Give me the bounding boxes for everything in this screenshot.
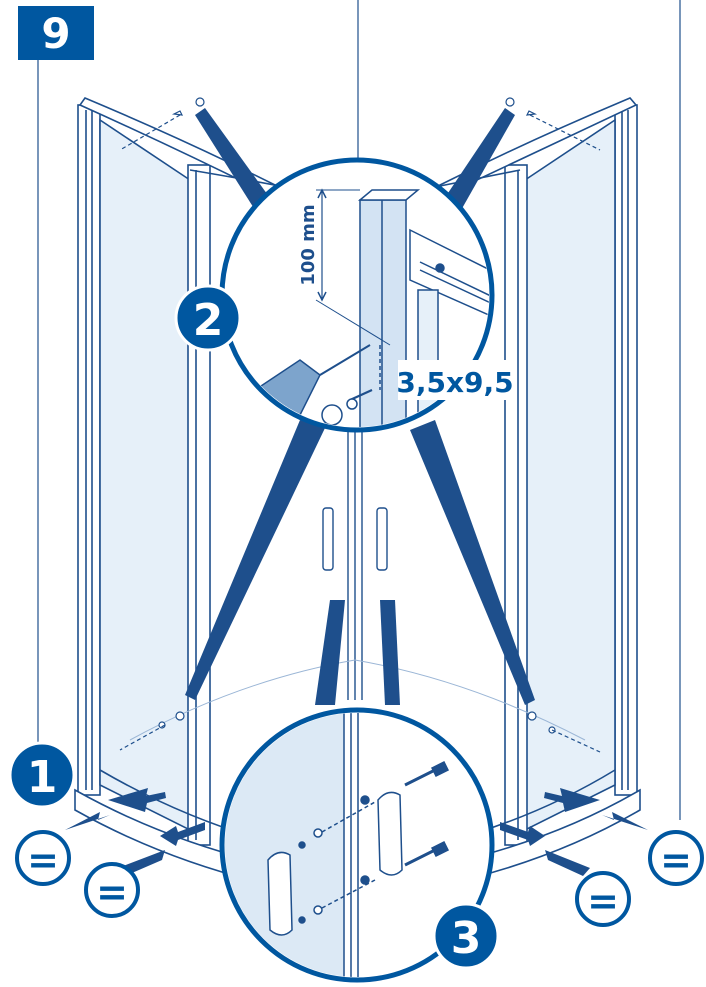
callout-2: 2 [174, 284, 242, 352]
center-doors [322, 430, 388, 700]
callout-2-label: 2 [193, 295, 224, 346]
zoom-circle-top: 100 mm 3,5x9,5 [219, 157, 514, 433]
measurement-label: 100 mm [298, 204, 319, 285]
equal-sign-left-bottom: = [84, 862, 140, 918]
bottom-screws [119, 711, 601, 753]
svg-text:=: = [587, 879, 619, 923]
screw-spec-label: 3,5x9,5 [396, 366, 513, 399]
right-panel [419, 97, 638, 846]
left-panel [77, 97, 301, 846]
callout-1: 1 [8, 741, 76, 809]
callout-1-label: 1 [27, 752, 58, 803]
top-screws [119, 97, 601, 151]
svg-text:=: = [27, 838, 59, 882]
equal-sign-right-bottom: = [575, 871, 631, 927]
svg-text:=: = [660, 838, 692, 882]
pointer-wedges [185, 108, 535, 705]
equal-sign-left-top: = [15, 830, 71, 886]
equal-sign-right-top: = [648, 830, 704, 886]
step-number: 9 [41, 9, 70, 58]
callout-3: 3 [432, 902, 500, 970]
step-number-box: 9 [18, 6, 94, 60]
callout-3-label: 3 [451, 913, 482, 964]
svg-text:=: = [96, 870, 128, 914]
